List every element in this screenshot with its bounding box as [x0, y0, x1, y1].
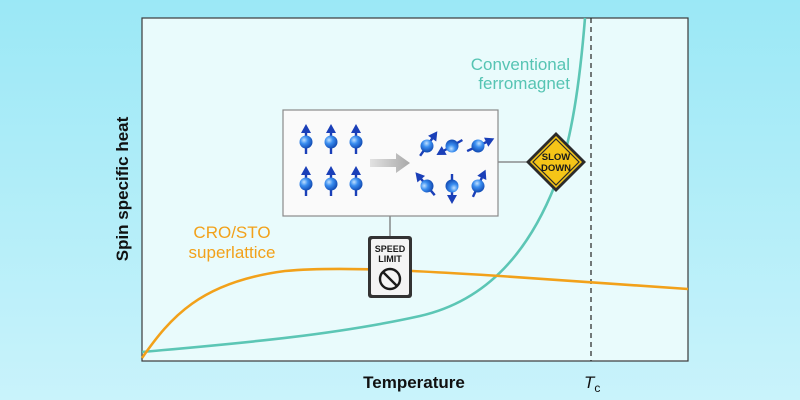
speed-limit-line2: LIMIT: [378, 254, 402, 264]
spin-icon: [324, 166, 338, 196]
spin-icon: [419, 131, 438, 157]
cro-sto-label-line1: CRO/STO: [193, 223, 270, 242]
conventional-label-line2: ferromagnet: [478, 74, 570, 93]
spin-icon: [349, 166, 363, 196]
transition-arrow-icon: [370, 153, 410, 173]
slow-down-sign: SLOW DOWN: [526, 132, 586, 192]
spin-icon: [299, 124, 313, 154]
slow-down-line1: SLOW: [542, 152, 571, 163]
tc-subscript: c: [594, 381, 600, 395]
spin-icon: [324, 124, 338, 154]
tc-label: Tc: [584, 373, 600, 395]
cro-sto-label-line2: superlattice: [189, 243, 276, 262]
spin-icon: [415, 172, 436, 196]
spin-inset: [282, 109, 499, 217]
tc-symbol: T: [584, 373, 596, 392]
conventional-label-line1: Conventional: [471, 55, 570, 74]
curve-conventional: [141, 17, 587, 354]
spin-icon: [349, 124, 363, 154]
speed-limit-line1: SPEED: [375, 244, 406, 254]
spin-icon: [471, 169, 487, 198]
y-axis-label: Spin specific heat: [113, 116, 132, 261]
ordered-spins: [299, 124, 363, 196]
disordered-spins: [415, 131, 495, 204]
spin-icon: [466, 137, 495, 153]
x-axis-label: Temperature: [363, 373, 465, 392]
spin-icon: [436, 138, 463, 155]
slow-down-line2: DOWN: [541, 163, 571, 174]
spin-icon: [299, 166, 313, 196]
spin-icon: [445, 174, 459, 204]
speed-limit-sign: SPEED LIMIT: [368, 236, 412, 298]
no-symbol-icon: [378, 267, 402, 291]
